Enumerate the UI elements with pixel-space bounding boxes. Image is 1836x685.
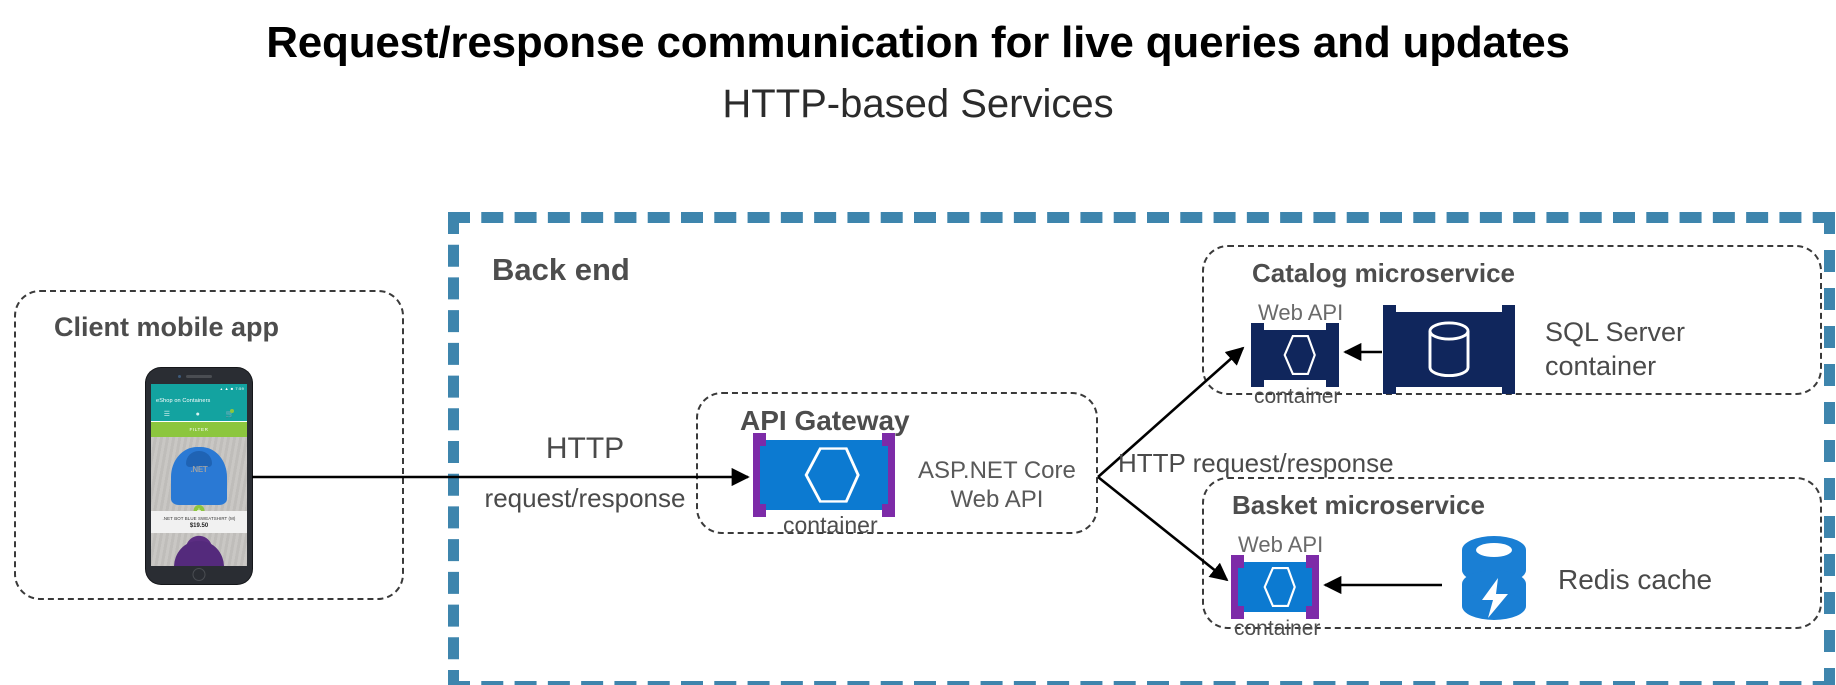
container-bracket-bottom-left [1383,381,1396,394]
product-logo: .NET [190,465,208,474]
container-body [1238,562,1312,612]
battery-icon: ■ [230,386,234,391]
aspnet-core-line: ASP.NET Core [918,457,1076,484]
product-name: .NET BOT BLUE SWEATSHIRT (M) [162,516,236,521]
phone-screen: ▴ ▲ ■ 7:59 eShop on Containers ☰ ● 🛒 FIL… [151,384,247,566]
sql-server-label: SQL Server container [1545,316,1685,384]
redis-cache-icon [1462,536,1526,620]
container-bracket-top-right [1326,323,1339,336]
http-request-response-label: HTTP request/response [1118,448,1394,478]
person-icon[interactable]: ● [195,411,200,418]
cart-badge-dot [230,409,234,413]
container-bracket-top-right [1502,305,1515,318]
sql-server-container-icon [1383,305,1515,394]
page-title: Request/response communication for live … [266,18,1570,67]
app-name: eShop on Containers [156,397,211,404]
basket-microservice-title: Basket microservice [1232,490,1485,520]
sql-container-line: container [1545,350,1657,381]
container-bracket-right [1508,305,1515,394]
container-bracket-left [1231,555,1238,619]
app-title-bar: eShop on Containers [151,393,247,408]
mobile-phone-mockup: ▴ ▲ ■ 7:59 eShop on Containers ☰ ● 🛒 FIL… [146,368,252,584]
container-bracket-top-left [753,433,766,446]
hoodie-graphic [171,447,227,505]
basket-container-caption: container [1234,617,1321,640]
web-api-line: Web API [950,486,1044,514]
container-body [1258,330,1332,380]
backend-label: Back end [492,252,630,287]
menu-icon[interactable]: ☰ [163,411,171,418]
container-bracket-top-left [1251,323,1264,336]
phone-status-bar: ▴ ▲ ■ 7:59 [151,384,247,393]
container-bracket-left [753,433,760,517]
container-bracket-bottom-right [1326,374,1339,387]
container-bracket-top-left [1383,305,1396,318]
phone-speaker-icon [186,375,212,378]
wifi-icon: ▴ [220,386,223,391]
container-bracket-bottom-left [753,504,766,517]
catalog-microservice-title: Catalog microservice [1252,258,1516,288]
container-bracket-bottom-right [1306,606,1319,619]
hoodie-graphic-secondary [174,541,224,566]
client-mobile-app-group [14,290,404,600]
sql-server-line: SQL Server [1545,317,1686,347]
status-time: 7:59 [235,386,244,391]
container-bracket-right [1312,555,1319,619]
catalog-container-icon [1251,323,1339,387]
cart-icon[interactable]: 🛒 [225,411,235,418]
backend-boundary-right-edge [1824,212,1835,685]
database-cylinder-icon [1428,320,1470,377]
container-bracket-bottom-left [1251,374,1264,387]
container-bracket-top-right [1306,555,1319,568]
container-bracket-left [1251,323,1258,387]
api-gateway-container-caption: container [783,512,878,538]
product-price: $19.50 [189,523,209,529]
add-to-cart-icon[interactable]: + [193,505,205,511]
container-bracket-bottom-right [1502,381,1515,394]
client-mobile-app-title: Client mobile app [54,312,280,342]
catalog-webapi-label: Web API [1258,300,1344,325]
redis-cache-label: Redis cache [1558,564,1713,595]
phone-camera-icon [178,375,181,378]
phone-home-button[interactable] [192,568,206,581]
catalog-container-caption: container [1254,385,1341,408]
api-gateway-tech-label: ASP.NET Core Web API [918,456,1076,515]
api-gateway-title: API Gateway [740,405,910,436]
page-subtitle: HTTP-based Services [722,82,1114,126]
basket-container-icon [1231,555,1319,619]
container-bracket-right [1332,323,1339,387]
basket-webapi-label: Web API [1238,532,1324,557]
backend-boundary [448,212,1836,685]
product-image: .NET + [151,437,247,511]
filter-button[interactable]: FILTER [151,422,247,437]
api-gateway-container-icon [753,433,895,517]
container-body [760,440,888,510]
http-edge-label: HTTP [545,432,625,465]
http-edge-sublabel: request/response [484,483,686,513]
container-bracket-left [1383,305,1390,394]
api-gateway-group [696,392,1098,534]
signal-icon: ▲ [224,386,229,391]
hexagon-icon [804,447,860,503]
container-bracket-top-left [1231,555,1244,568]
hexagon-icon [1263,567,1296,607]
product-image-secondary [151,533,247,566]
container-bracket-right [888,433,895,517]
container-bracket-bottom-left [1231,606,1244,619]
catalog-microservice-group [1202,245,1822,395]
app-tab-bar: ☰ ● 🛒 [151,408,247,422]
container-bracket-top-right [882,433,895,446]
hexagon-icon [1283,335,1316,375]
container-bracket-bottom-right [882,504,895,517]
